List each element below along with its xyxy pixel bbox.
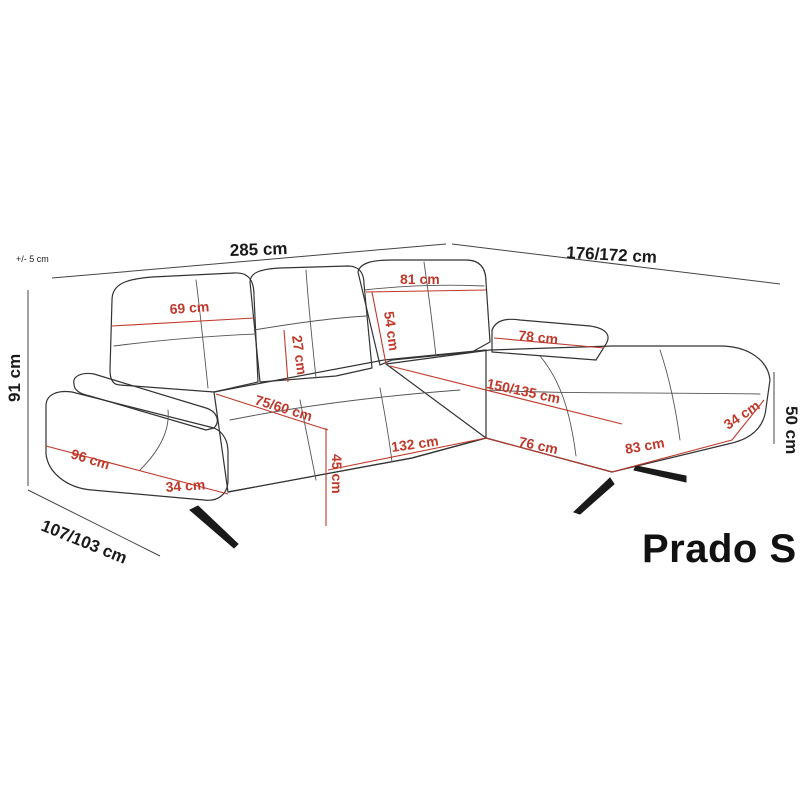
chaise-front-label: 76 cm <box>517 433 559 457</box>
backrest-width-left-label: 69 cm <box>169 298 210 317</box>
headrest-height-label: 54 cm <box>381 310 402 352</box>
chaise-headrest-width-label: 78 cm <box>518 327 559 347</box>
height-label: 91 cm <box>5 354 24 402</box>
chaise-seat-length-label: 150/135 cm <box>485 375 561 406</box>
tolerance-label: +/- 5 cm <box>16 254 49 264</box>
measure-lines <box>45 289 765 526</box>
outer-dimension-labels: +/- 5 cm 285 cm 176/172 cm 91 cm 107/103… <box>5 239 800 568</box>
depth-label: 107/103 cm <box>39 516 130 568</box>
chaise-height-label: 50 cm <box>782 406 800 454</box>
backrest-height-label: 27 cm <box>289 334 310 376</box>
armrest-width-label: 34 cm <box>165 476 206 495</box>
left-armrest-body <box>45 390 229 501</box>
sofa-legs <box>189 465 687 549</box>
seat-width-label: 132 cm <box>390 433 439 455</box>
chaise-side-label: 83 cm <box>624 434 666 457</box>
sofa-drawing <box>45 259 771 501</box>
outer-dimension-lines <box>27 243 781 557</box>
middle-backrest <box>249 265 373 383</box>
chaise-seat <box>385 345 771 473</box>
seat-block <box>213 349 487 493</box>
chaise-length-label: 176/172 cm <box>566 243 658 267</box>
tufting-seams <box>113 261 761 481</box>
leg-front-left <box>189 505 239 549</box>
measure-labels: 69 cm 27 cm 81 cm 54 cm 78 cm 75/60 cm 4… <box>69 271 762 495</box>
seat-height-label: 45 cm <box>329 454 345 494</box>
armrest-length-label: 96 cm <box>69 446 112 473</box>
seat-depth-label: 75/60 cm <box>253 392 314 425</box>
right-backrest <box>357 259 491 366</box>
headrest-width-label: 81 cm <box>400 271 440 287</box>
chaise-headrest <box>491 318 609 361</box>
overall-width-label: 285 cm <box>229 239 287 260</box>
model-name: Prado S <box>642 527 797 571</box>
left-armrest-top <box>73 372 218 431</box>
left-backrest <box>109 272 259 393</box>
leg-back-right <box>633 465 687 483</box>
leg-front-right <box>573 477 615 515</box>
